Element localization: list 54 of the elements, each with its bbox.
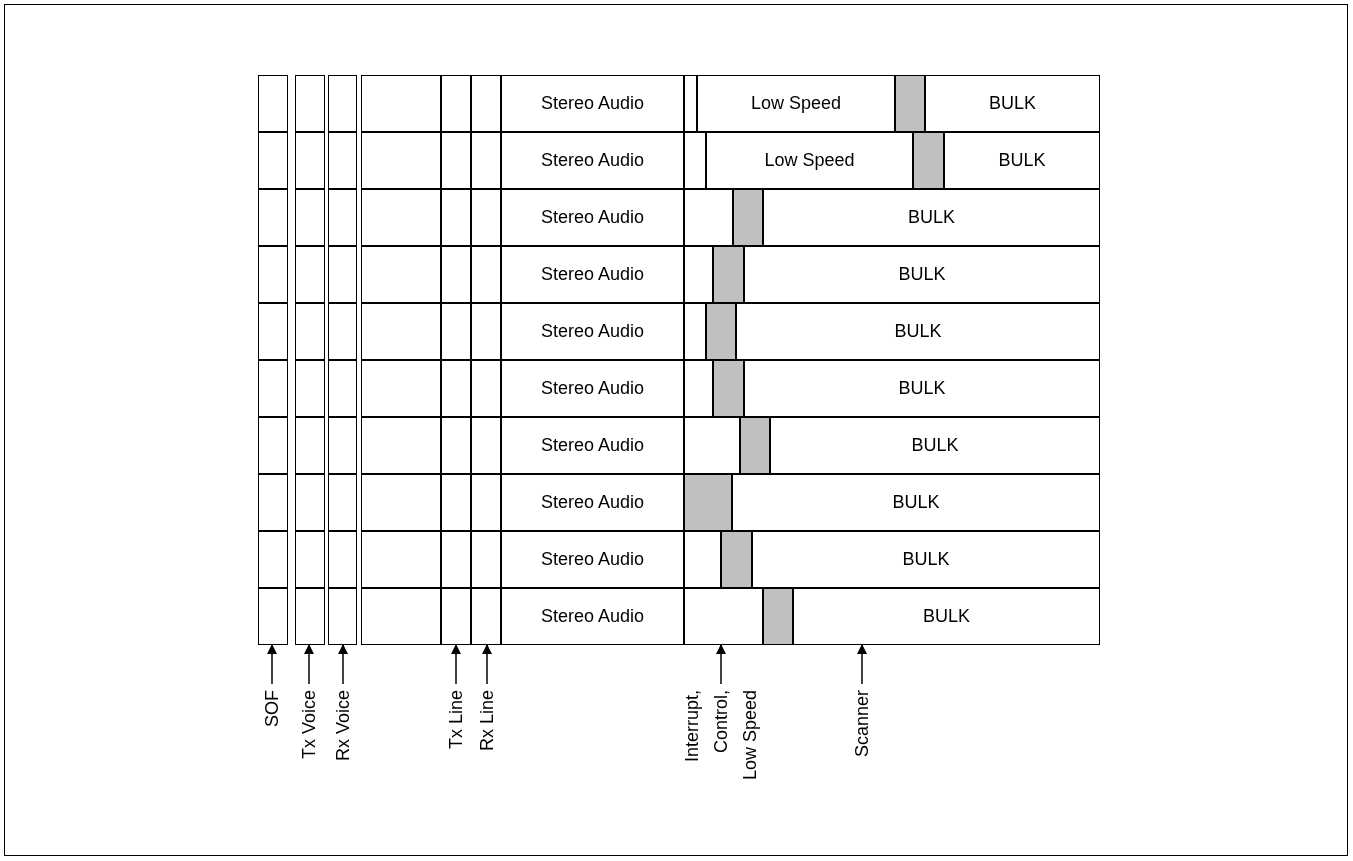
slot-label: Rx Line xyxy=(472,690,502,752)
time-slot: BULK xyxy=(944,132,1100,189)
shaded-slot xyxy=(721,531,752,588)
slot-label: SOF xyxy=(257,690,287,727)
slot-label: Tx Voice xyxy=(294,690,324,760)
shaded-slot xyxy=(763,588,793,645)
arrow xyxy=(451,644,461,685)
arrow xyxy=(482,644,492,685)
time-slot: Low Speed xyxy=(706,132,913,189)
shaded-slot xyxy=(713,246,744,303)
time-slot: BULK xyxy=(793,588,1100,645)
time-slot: Stereo Audio xyxy=(501,189,684,246)
shaded-slot xyxy=(913,132,944,189)
shaded-slot xyxy=(733,189,763,246)
time-slot: BULK xyxy=(763,189,1100,246)
time-slot: Stereo Audio xyxy=(501,303,684,360)
time-slot: Stereo Audio xyxy=(501,531,684,588)
time-slot: Stereo Audio xyxy=(501,360,684,417)
slot-label: Scanner xyxy=(847,690,877,758)
arrow xyxy=(304,644,314,685)
time-slot: BULK xyxy=(752,531,1100,588)
empty-slot xyxy=(684,189,733,246)
slot-label: Rx Voice xyxy=(328,690,358,762)
empty-slot xyxy=(684,246,713,303)
shaded-slot xyxy=(684,474,732,531)
time-slot: BULK xyxy=(925,75,1100,132)
time-slot: Stereo Audio xyxy=(501,246,684,303)
arrow xyxy=(857,644,867,685)
empty-slot xyxy=(684,132,706,189)
shaded-slot xyxy=(740,417,770,474)
shaded-slot xyxy=(895,75,925,132)
arrow xyxy=(716,644,726,685)
shaded-slot xyxy=(706,303,736,360)
time-slot: Stereo Audio xyxy=(501,588,684,645)
time-slot: BULK xyxy=(744,246,1100,303)
time-slot: Stereo Audio xyxy=(501,417,684,474)
time-slot: Low Speed xyxy=(697,75,895,132)
time-slot: Stereo Audio xyxy=(501,474,684,531)
shaded-slot xyxy=(713,360,744,417)
time-slot: Stereo Audio xyxy=(501,75,684,132)
empty-slot xyxy=(684,417,740,474)
arrow xyxy=(338,644,348,685)
arrow xyxy=(267,644,277,685)
empty-slot xyxy=(684,303,706,360)
empty-slot xyxy=(684,531,721,588)
time-slot: BULK xyxy=(770,417,1100,474)
time-slot: BULK xyxy=(744,360,1100,417)
slot-label: Tx Line xyxy=(441,690,471,750)
empty-slot xyxy=(684,75,697,132)
time-slot: Stereo Audio xyxy=(501,132,684,189)
slot-label: Interrupt, Control, Low Speed xyxy=(677,690,765,781)
time-slot: BULK xyxy=(736,303,1100,360)
time-slot: BULK xyxy=(732,474,1100,531)
empty-slot xyxy=(684,360,713,417)
